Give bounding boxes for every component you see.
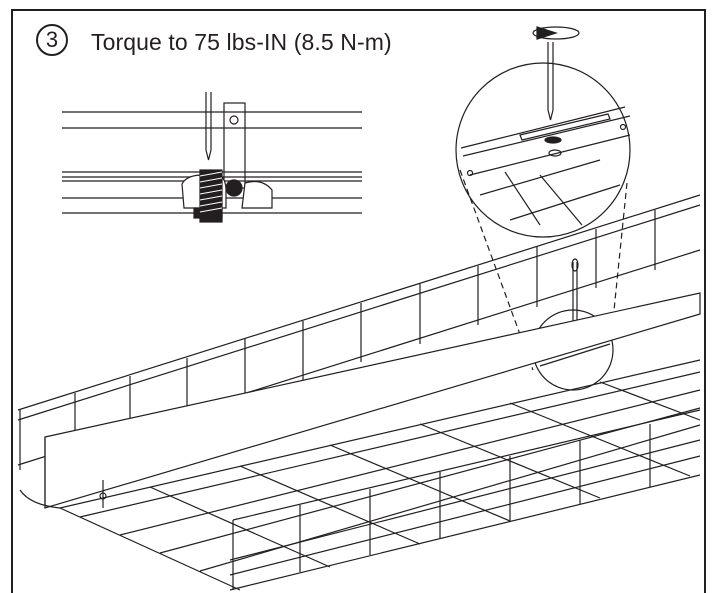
torque-driver-bit-icon — [205, 92, 212, 161]
detail-leader-lines — [459, 169, 628, 371]
clockwise-rotation-arrow-icon — [532, 26, 580, 40]
torque-instruction: Torque to 75 lbs-IN (8.5 N-m) — [91, 29, 392, 55]
cross-section-detail — [62, 92, 362, 223]
wire-mesh-cable-tray — [17, 194, 701, 591]
magnified-detail-circle — [455, 42, 631, 238]
step-number-badge: 3 — [36, 24, 68, 56]
step-number: 3 — [45, 27, 59, 52]
bolt-location-mark — [99, 480, 107, 508]
